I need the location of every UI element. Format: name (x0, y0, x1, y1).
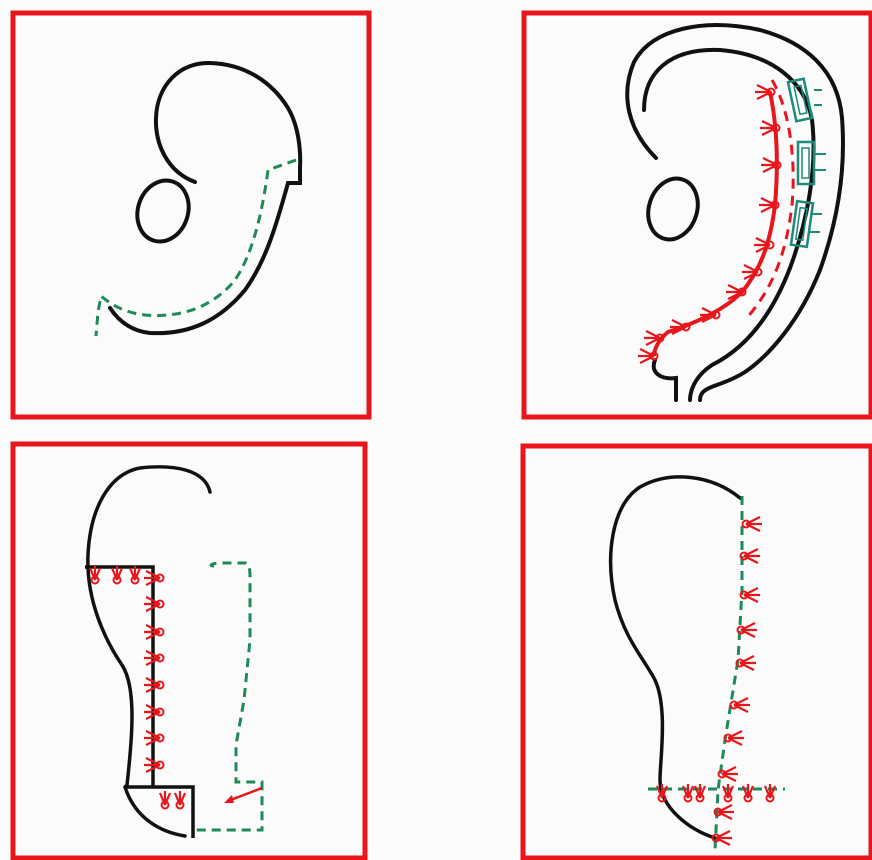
suture-stitches (638, 85, 781, 363)
stitch-mark (683, 784, 693, 802)
donor-flap-outline (195, 563, 262, 830)
stitch-mark (725, 731, 745, 745)
panel-4 (523, 446, 871, 858)
bolster-3 (791, 201, 822, 247)
panel-2 (524, 13, 871, 417)
ear-outline (611, 477, 740, 838)
stitch-mark (743, 517, 763, 531)
concha-loop (641, 172, 706, 246)
concha-loop (130, 174, 197, 248)
stitch-mark (737, 656, 757, 670)
stitch-mark (723, 784, 733, 802)
stitch-mark (175, 791, 185, 809)
stitch-mark (695, 784, 705, 802)
suture-stitches (657, 517, 775, 845)
stitch-mark (657, 784, 667, 802)
stitch-mark (765, 784, 775, 802)
ear-outline (110, 63, 300, 333)
stitch-mark (160, 791, 170, 809)
incision-line (745, 80, 793, 320)
suture-stitches (90, 566, 185, 809)
panel-frame (13, 13, 369, 417)
panel-1 (13, 13, 369, 417)
earlobe-outline (654, 360, 676, 400)
stitch-mark (731, 698, 751, 712)
panel-3 (13, 444, 365, 858)
panel-frame (13, 444, 365, 858)
ear-inner-rim (644, 50, 814, 400)
stitch-mark (743, 784, 753, 802)
advance-arrow (224, 788, 262, 803)
